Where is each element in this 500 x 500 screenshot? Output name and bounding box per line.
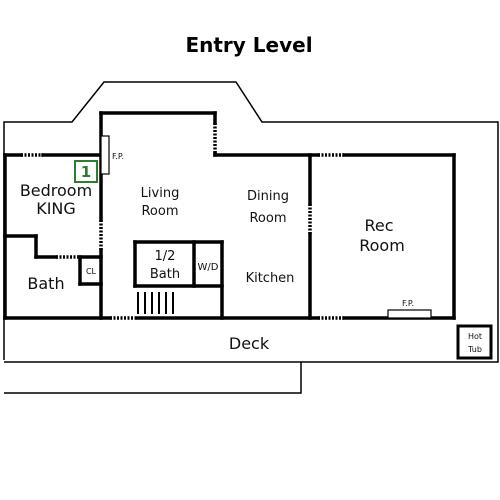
- dining-room-label-line1: Dining: [247, 189, 289, 204]
- living-fireplace-label: F.P.: [112, 152, 124, 161]
- kitchen-label: Kitchen: [246, 271, 295, 286]
- half-bath-label-line2: Bath: [150, 267, 180, 282]
- bath-label: Bath: [27, 274, 64, 293]
- rec-room-label-line1: Rec: [364, 216, 393, 235]
- rec-room-label-line2: Room: [359, 236, 405, 255]
- bedroom-label-line1: Bedroom: [20, 181, 92, 200]
- bedroom-label-line2: KING: [36, 199, 76, 218]
- exterior-outline: [3, 81, 499, 394]
- hot-tub-label-line1: Hot: [468, 332, 482, 341]
- living-room-label-line2: Room: [141, 204, 178, 219]
- windows: [21, 123, 344, 320]
- bedroom-number: 1: [81, 163, 91, 181]
- living-fireplace: [100, 135, 110, 175]
- interior-walls: [3, 111, 456, 320]
- rec-fireplace: [387, 309, 432, 319]
- living-room-label-line1: Living: [141, 186, 180, 201]
- bedroom-number-badge: [74, 160, 98, 183]
- dining-room-label-line2: Room: [249, 211, 286, 226]
- half-bath-label-line1: 1/2: [155, 249, 176, 264]
- hot-tub-label-line2: Tub: [467, 345, 482, 354]
- stairs: [137, 292, 174, 314]
- washer-dryer-label: W/D: [198, 262, 219, 273]
- deck-label: Deck: [229, 334, 270, 353]
- closet-label: CL: [86, 267, 97, 276]
- hot-tub: [456, 324, 493, 360]
- floor-title: Entry Level: [185, 33, 312, 57]
- rec-fireplace-label: F.P.: [402, 299, 414, 308]
